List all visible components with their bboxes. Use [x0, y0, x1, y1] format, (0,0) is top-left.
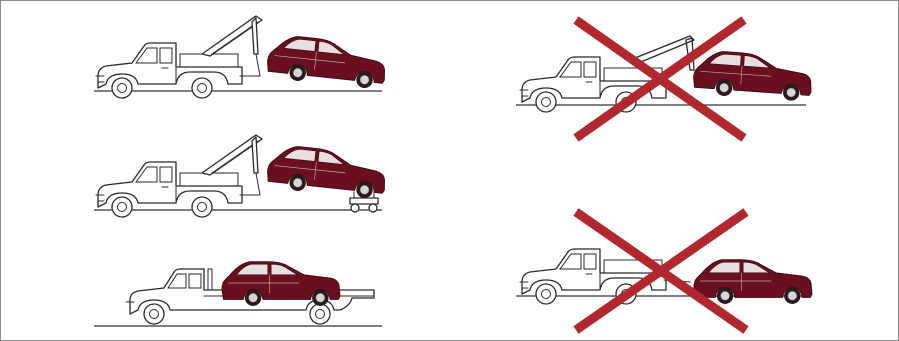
tow-truck-icon	[96, 162, 242, 217]
panel-flatbed-transport	[94, 262, 382, 326]
car-icon	[266, 144, 388, 200]
panel-wheel-lift-with-dollies	[94, 135, 388, 217]
car-icon	[692, 50, 813, 102]
panel-flat-tow-all-wheels-on-ground	[516, 212, 812, 330]
panel-sling-tow-front	[516, 20, 813, 138]
car-icon	[266, 34, 388, 90]
car-icon	[222, 262, 340, 306]
tow-truck-icon	[96, 43, 242, 98]
car-icon	[694, 260, 812, 304]
panel-wheel-lift-front-lifted	[94, 16, 388, 98]
